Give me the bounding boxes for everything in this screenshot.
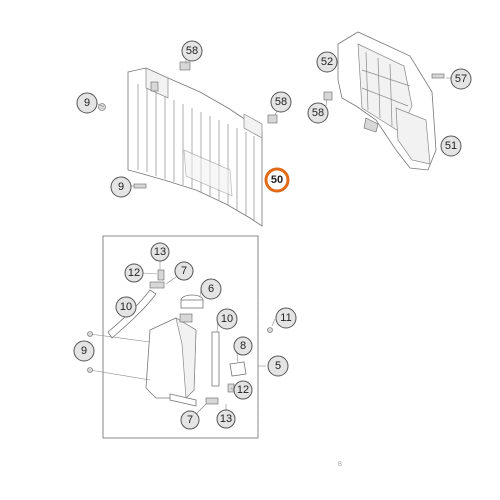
- footnote-mark: B: [338, 462, 342, 468]
- callout-6: 6: [200, 278, 222, 300]
- clamp-7b: [205, 397, 219, 405]
- expansion-tank-assembly: [87, 235, 266, 439]
- svg-text:13: 13: [220, 413, 232, 425]
- svg-text:52: 52: [321, 56, 333, 68]
- callout-58-top: 58: [181, 40, 203, 62]
- callout-57: 57: [450, 68, 472, 90]
- svg-text:58: 58: [275, 96, 287, 108]
- callout-10-left: 10: [115, 296, 137, 318]
- svg-text:9: 9: [118, 181, 124, 193]
- clamp-7a: [149, 281, 165, 289]
- svg-text:58: 58: [312, 107, 324, 119]
- fitting-12a: [157, 269, 165, 281]
- svg-text:10: 10: [120, 301, 132, 313]
- svg-text:57: 57: [455, 73, 467, 85]
- svg-text:6: 6: [208, 283, 214, 295]
- svg-text:7: 7: [187, 414, 193, 426]
- svg-text:9: 9: [84, 97, 90, 109]
- callout-13-top: 13: [150, 242, 170, 262]
- callout-13-bottom: 13: [216, 409, 236, 429]
- radiator-shroud: [337, 31, 437, 171]
- hose-10b: [211, 331, 220, 387]
- callout-11: 11: [275, 307, 297, 329]
- callout-7-top: 7: [174, 261, 194, 281]
- callout-9-mid: 9: [110, 176, 132, 198]
- clip-58c: [323, 91, 333, 101]
- screw-9b: [133, 183, 147, 189]
- callout-12-bottom: 12: [233, 380, 253, 400]
- svg-text:50: 50: [271, 174, 283, 186]
- tank-cap-neck: [179, 313, 193, 323]
- callout-9-bottom: 9: [73, 340, 95, 362]
- svg-text:58: 58: [186, 45, 198, 57]
- svg-text:8: 8: [240, 340, 246, 352]
- clip-58b: [267, 114, 278, 124]
- nut-11: [267, 327, 273, 333]
- callout-7-bottom: 7: [180, 410, 200, 430]
- clip-58a: [179, 61, 191, 71]
- bracket-8: [229, 361, 247, 377]
- callout-10-right: 10: [216, 308, 238, 330]
- callout-52: 52: [316, 51, 338, 73]
- svg-text:5: 5: [275, 360, 281, 372]
- callout-5: 5: [267, 355, 289, 377]
- radiator-guard: [127, 67, 263, 227]
- callout-58-shroud: 58: [307, 102, 329, 124]
- callouts: 58 52 57 58 58 9 51 50 9 13 12: [73, 40, 472, 430]
- svg-text:9: 9: [81, 345, 87, 357]
- callout-58-right: 58: [270, 91, 292, 113]
- svg-text:13: 13: [154, 246, 166, 258]
- callout-50: 50: [264, 167, 290, 193]
- svg-text:7: 7: [181, 265, 187, 277]
- callout-51: 51: [440, 135, 462, 157]
- svg-text:10: 10: [221, 313, 233, 325]
- screw-57: [431, 73, 445, 79]
- callout-8: 8: [233, 336, 253, 356]
- svg-text:12: 12: [237, 384, 249, 396]
- callout-12-top: 12: [124, 263, 144, 283]
- svg-text:11: 11: [280, 312, 291, 324]
- callout-9-top: 9: [76, 92, 98, 114]
- svg-text:51: 51: [445, 140, 457, 152]
- svg-text:12: 12: [128, 267, 140, 279]
